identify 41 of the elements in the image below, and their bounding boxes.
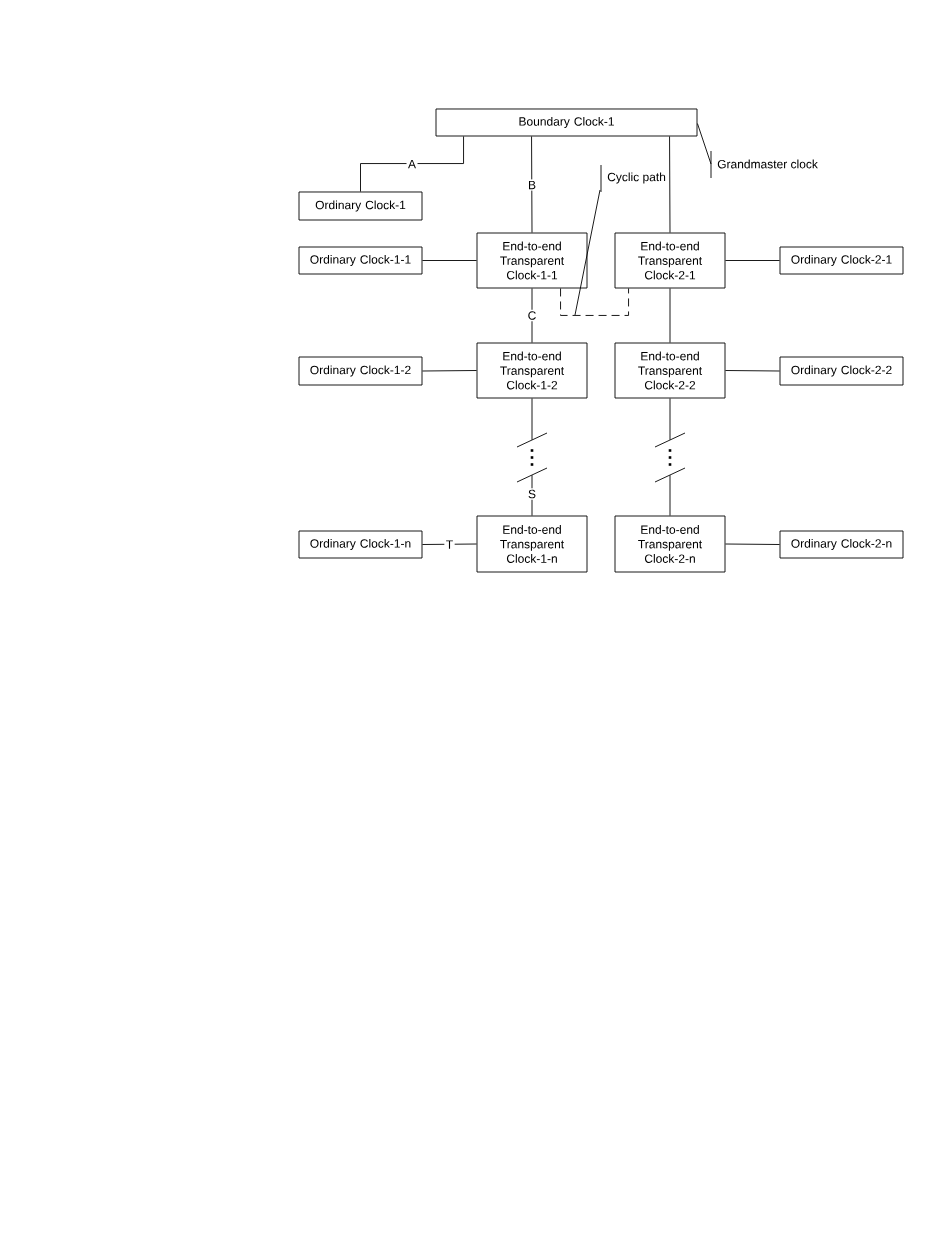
leader-line <box>697 123 712 179</box>
clock-box: End-to-end Transparent Clock-1-1 <box>476 232 588 289</box>
connector-line <box>531 136 533 233</box>
connector-line <box>669 398 671 441</box>
clock-box: End-to-end Transparent Clock-1-n <box>476 515 588 573</box>
clock-box: End-to-end Transparent Clock-1-2 <box>476 342 588 399</box>
leader-line <box>574 164 602 316</box>
connector-line <box>725 260 780 261</box>
break-symbol <box>516 432 548 483</box>
clock-box: Ordinary Clock-1-2 <box>298 356 423 386</box>
edge-label: B <box>526 179 538 191</box>
clock-box: Boundary Clock-1 <box>435 108 698 137</box>
break-symbol <box>654 432 686 483</box>
clock-box: End-to-end Transparent Clock-2-2 <box>614 342 726 399</box>
clock-box: Ordinary Clock-1-1 <box>298 246 423 275</box>
clock-box: Ordinary Clock-1-n <box>298 530 423 559</box>
edge-label: S <box>526 488 538 500</box>
callout-text: Cyclic path <box>607 172 666 184</box>
connector-line <box>669 288 671 343</box>
clock-box: End-to-end Transparent Clock-2-1 <box>614 232 726 289</box>
connector-line <box>669 474 671 516</box>
connector-line <box>531 474 533 516</box>
clock-box: End-to-end Transparent Clock-2-n <box>614 515 726 573</box>
clock-box: Ordinary Clock-2-1 <box>779 246 904 275</box>
connector-line <box>725 370 780 372</box>
connector-line <box>531 398 533 441</box>
connector-line <box>725 543 780 545</box>
edge-label: C <box>526 309 538 322</box>
edge-label: A <box>406 158 418 170</box>
clock-box: Ordinary Clock-1 <box>298 191 423 221</box>
connector-line <box>360 136 464 192</box>
callout-text: Grandmaster clock <box>717 159 818 169</box>
connector-line <box>422 543 477 545</box>
clock-box: Ordinary Clock-2-2 <box>779 356 904 386</box>
connector-line <box>422 260 477 261</box>
clock-box: Ordinary Clock-2-n <box>779 530 904 559</box>
connector-line <box>422 370 477 372</box>
edge-label: T <box>444 538 455 551</box>
dashed-line <box>560 288 629 316</box>
connector-line <box>531 288 533 343</box>
connector-line <box>669 136 671 233</box>
